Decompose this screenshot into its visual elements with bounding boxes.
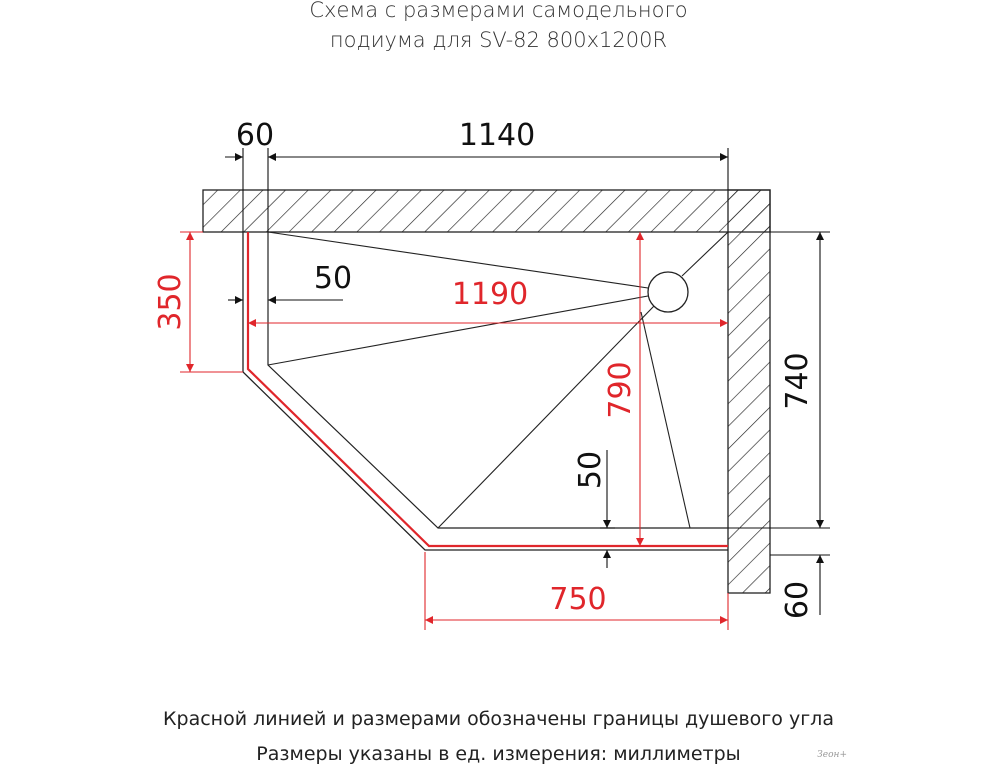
title-line-1: Схема с размерами самодельного (309, 0, 688, 22)
drain-circle (647, 271, 689, 313)
dimension-lines-red (180, 231, 729, 630)
dimension-lines-black (225, 148, 830, 615)
title-line-2: подиума для SV-82 800x1200R (329, 28, 668, 52)
dim-label-top-left: 60 (236, 118, 274, 153)
podium-outline (242, 232, 728, 551)
shower-boundary-red (246, 232, 728, 548)
dim-label-bottom-right: 60 (780, 581, 815, 619)
dim-label-side-inset: 50 (314, 261, 352, 296)
slope-lines (267, 231, 729, 529)
note-red-line: Красной линией и размерами обозначены гр… (163, 708, 834, 730)
watermark: Зеон+ (817, 750, 847, 760)
wall-top (202, 189, 771, 233)
dim-label-top-width: 1140 (459, 118, 535, 153)
note-units: Размеры указаны в ед. измерения: миллиме… (256, 743, 741, 765)
dim-label-red-bottom: 750 (549, 582, 606, 617)
dim-label-bottom-inset: 50 (573, 451, 608, 489)
dim-label-right-height: 740 (780, 352, 815, 409)
dim-label-red-depth: 790 (603, 361, 638, 418)
wall-right (727, 189, 771, 594)
dim-label-red-height: 350 (153, 273, 188, 330)
dim-label-red-width: 1190 (452, 277, 528, 312)
